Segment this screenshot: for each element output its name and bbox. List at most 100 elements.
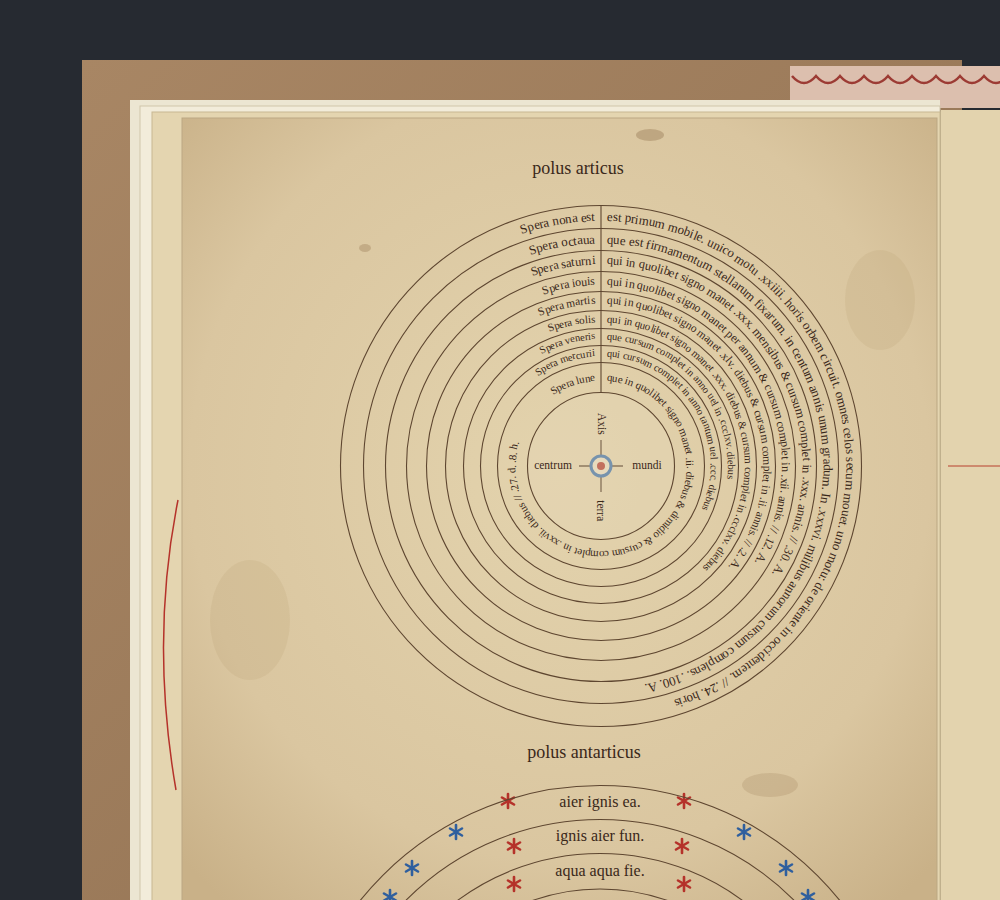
- letter: t: [760, 479, 772, 483]
- letter: r: [821, 453, 834, 458]
- letter: .: [708, 462, 719, 465]
- letter: u: [844, 473, 857, 480]
- letter: l: [708, 457, 719, 461]
- sphere-ring: Spera nona estest primum mobile. unico m…: [340, 205, 862, 727]
- letter: s: [591, 331, 596, 342]
- letter: m: [761, 456, 773, 465]
- pole-label: polus articus: [532, 159, 624, 177]
- circle-line: [396, 889, 804, 900]
- letter: [742, 464, 753, 467]
- letter: .: [506, 465, 517, 468]
- circle-line: [407, 272, 796, 661]
- letter: a: [589, 233, 595, 246]
- letter: m: [742, 455, 753, 464]
- sphere-ring: Spera saturniqui in quolibet signo manet…: [385, 250, 817, 682]
- letter: p: [761, 465, 773, 471]
- letter: [507, 473, 518, 477]
- sphere-name: Spera lune: [497, 362, 705, 570]
- sphere-name: Spera saturni: [385, 250, 817, 682]
- letter: s: [725, 475, 736, 480]
- sphere-name: Spera martis: [426, 291, 776, 641]
- letter: u: [821, 470, 834, 477]
- letter: t: [617, 211, 622, 224]
- element-ring: aqua aqua fie.: [360, 853, 840, 900]
- element-ring: ignis aier fun. aqua aqua fie.: [326, 819, 874, 900]
- letter: t: [780, 456, 792, 460]
- letter: m: [611, 548, 621, 560]
- sphere-ring: Spera venerisque cursum complet in anno …: [463, 328, 739, 604]
- letter: b: [725, 465, 736, 470]
- circle-line: [293, 786, 908, 900]
- letter: c: [844, 468, 857, 474]
- circle-line: [361, 854, 840, 900]
- letter: u: [582, 233, 589, 246]
- letter: [800, 461, 813, 464]
- letter: n: [629, 256, 637, 269]
- center-word: Axis: [595, 413, 607, 435]
- letter: q: [607, 295, 613, 307]
- sphere-description: qui in quolibet signo manet per annum & …: [406, 271, 796, 661]
- letter: t: [591, 210, 595, 223]
- sphere-name: Spera iouis: [406, 271, 796, 661]
- letter: m: [843, 480, 857, 491]
- letter: [708, 460, 719, 463]
- letter: o: [843, 442, 856, 450]
- letter: s: [843, 448, 856, 454]
- letter: i: [780, 462, 792, 465]
- letter: d: [725, 451, 736, 457]
- letter: e: [580, 210, 587, 223]
- letter: g: [821, 447, 834, 454]
- letter: c: [742, 467, 753, 472]
- sphere-ring: Spera martisqui in quolibet signo manet …: [426, 291, 776, 641]
- center-word: centrum: [534, 460, 572, 472]
- letter: e: [590, 372, 596, 383]
- pole-label: polus antarticus: [527, 743, 640, 761]
- circle-line: [327, 820, 874, 900]
- letter: i: [619, 255, 624, 268]
- letter: q: [607, 254, 614, 267]
- element-ring: aier ignis ea. ignis aier fun. aqua aqua f…: [292, 785, 908, 900]
- letter: .: [707, 478, 718, 482]
- letter: i: [592, 348, 596, 359]
- letter: i: [591, 254, 595, 267]
- letter: .: [684, 466, 695, 469]
- letter: n: [627, 297, 635, 309]
- letter: e: [844, 462, 857, 468]
- center-word: terra: [595, 500, 607, 521]
- sphere-description: que in quolibet signo manet .ii. diebus …: [497, 362, 705, 570]
- letter: i: [617, 315, 621, 326]
- letter: s: [586, 210, 592, 223]
- earth-center: Axiscentrummunditerra: [527, 392, 675, 540]
- letter: &: [736, 420, 749, 431]
- sphere-ring: Spera mercuriiqui cursum complet in anno…: [480, 345, 722, 587]
- letter: a: [551, 237, 559, 251]
- sphere-ring: Spera octauaque est firmamentum stellaru…: [363, 228, 839, 704]
- letter: i: [800, 464, 813, 467]
- letter: m: [590, 549, 599, 561]
- letter: e: [617, 332, 623, 343]
- letter: .: [820, 486, 833, 491]
- letter: c: [604, 549, 610, 560]
- element-name: ignis aier fun.: [556, 828, 644, 844]
- letter: u: [725, 470, 736, 476]
- letter: u: [580, 276, 587, 289]
- letter: a: [566, 316, 573, 328]
- letter: a: [571, 211, 578, 225]
- letter: q: [607, 314, 613, 325]
- letter: o: [742, 472, 753, 478]
- element-name: aier ignis ea.: [559, 794, 640, 810]
- letter: n: [800, 467, 813, 474]
- letter: d: [821, 464, 834, 471]
- circle-line: [341, 206, 862, 727]
- letter: s: [590, 275, 595, 287]
- letter: t: [800, 457, 813, 461]
- letter: n: [780, 465, 792, 471]
- circle-line: [498, 363, 705, 570]
- circle-line: [528, 393, 675, 540]
- letter: [780, 459, 792, 462]
- circle-line: [464, 329, 739, 604]
- letter: o: [599, 549, 605, 560]
- letter: n: [758, 488, 770, 495]
- letter: n: [628, 277, 636, 290]
- letter: s: [840, 418, 854, 425]
